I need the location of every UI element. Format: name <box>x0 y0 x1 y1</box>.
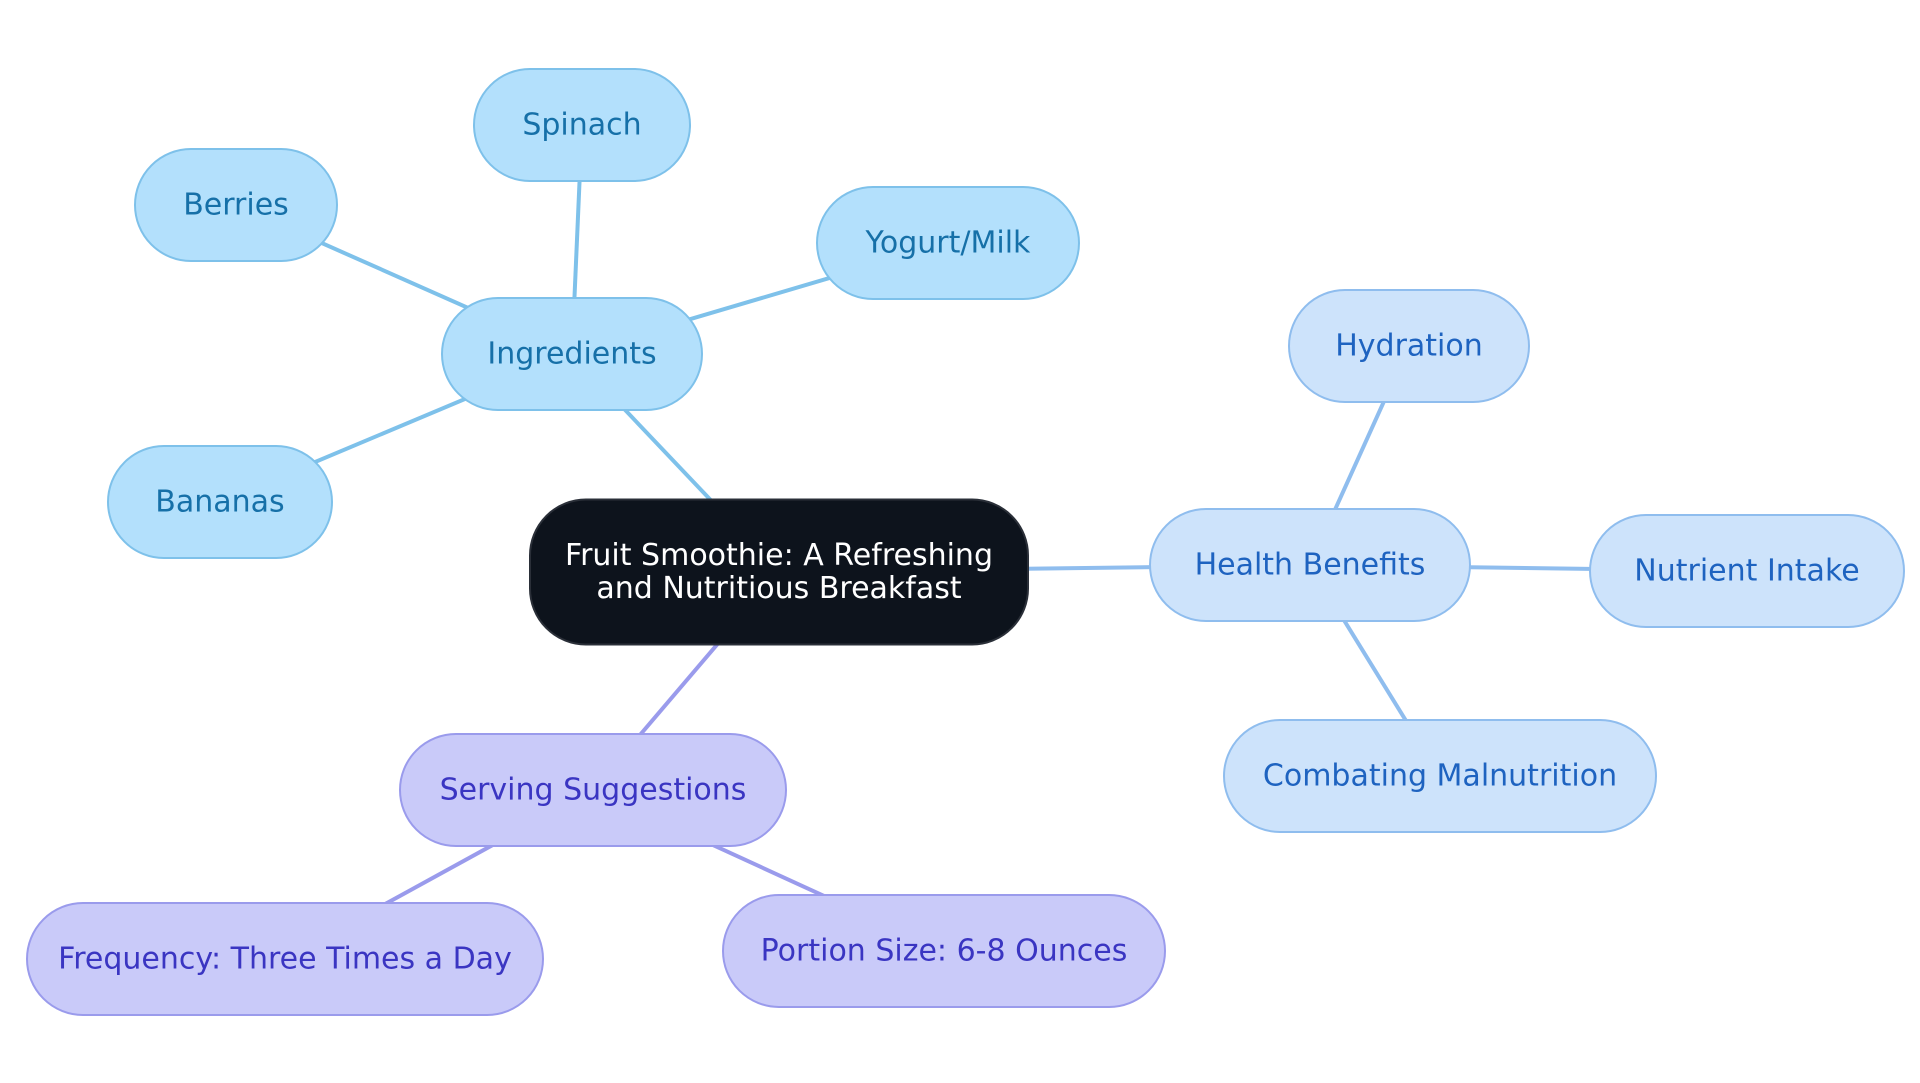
leaf-node-frequency-three-times-a-day: Frequency: Three Times a Day <box>26 902 544 1016</box>
leaf-node-hydration: Hydration <box>1288 289 1530 403</box>
branch-node-serving-label: Serving Suggestions <box>440 773 747 808</box>
leaf-node-combating-malnutrition-shape <box>1223 719 1657 833</box>
leaf-node-yogurt-milk-shape <box>816 186 1080 300</box>
leaf-node-portion-size-6-8-ounces-label: Portion Size: 6-8 Ounces <box>761 934 1128 969</box>
leaf-node-berries-shape <box>134 148 338 262</box>
leaf-node-yogurt-milk: Yogurt/Milk <box>816 186 1080 300</box>
root-node-label-line2: and Nutritious Breakfast <box>596 571 962 606</box>
branch-node-ingredients-label: Ingredients <box>487 337 656 372</box>
leaf-node-nutrient-intake-label: Nutrient Intake <box>1634 554 1859 589</box>
leaf-node-yogurt-milk-label: Yogurt/Milk <box>865 226 1032 261</box>
branch-node-serving: Serving Suggestions <box>399 733 787 847</box>
leaf-node-spinach-shape <box>473 68 691 182</box>
leaf-node-nutrient-intake: Nutrient Intake <box>1589 514 1905 628</box>
leaf-node-frequency-three-times-a-day-label: Frequency: Three Times a Day <box>58 942 512 977</box>
leaf-node-berries: Berries <box>134 148 338 262</box>
leaf-node-nutrient-intake-shape <box>1589 514 1905 628</box>
leaf-node-bananas: Bananas <box>107 445 333 559</box>
branch-node-ingredients: Ingredients <box>441 297 703 411</box>
leaf-node-frequency-three-times-a-day-shape <box>26 902 544 1016</box>
leaf-node-combating-malnutrition-label: Combating Malnutrition <box>1263 759 1617 794</box>
mind-map-nodes: Ingredients SpinachBerriesYogurt/MilkBana… <box>26 68 1905 1016</box>
leaf-node-bananas-label: Bananas <box>155 485 284 520</box>
leaf-node-portion-size-6-8-ounces: Portion Size: 6-8 Ounces <box>722 894 1166 1008</box>
root-node-shape <box>529 498 1029 646</box>
branch-node-health-label: Health Benefits <box>1195 548 1426 583</box>
leaf-node-spinach-label: Spinach <box>522 108 641 143</box>
leaf-node-hydration-label: Hydration <box>1335 329 1483 364</box>
branch-node-health-shape <box>1149 508 1471 622</box>
leaf-node-hydration-shape <box>1288 289 1530 403</box>
root-node-label-line1: Fruit Smoothie: A Refreshing <box>565 538 993 573</box>
branch-node-serving-shape <box>399 733 787 847</box>
leaf-node-portion-size-6-8-ounces-shape <box>722 894 1166 1008</box>
leaf-node-combating-malnutrition: Combating Malnutrition <box>1223 719 1657 833</box>
leaf-node-spinach: Spinach <box>473 68 691 182</box>
branch-node-ingredients-shape <box>441 297 703 411</box>
leaf-node-bananas-shape <box>107 445 333 559</box>
leaf-node-berries-label: Berries <box>183 188 289 223</box>
branch-node-health: Health Benefits <box>1149 508 1471 622</box>
